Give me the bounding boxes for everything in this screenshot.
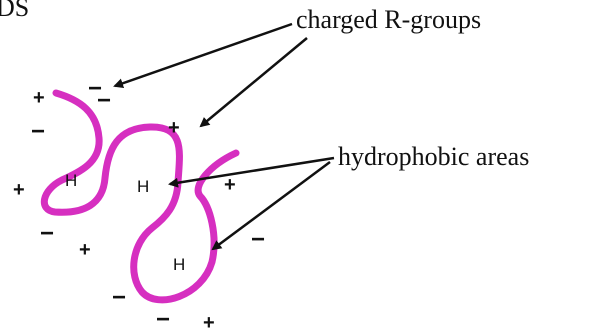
- plus-sign: +: [203, 312, 215, 333]
- arrow-hydrophobic-to-center-h: [168, 156, 335, 188]
- minus-sign: −: [31, 118, 45, 145]
- minus-sign: −: [88, 75, 102, 102]
- plus-sign: +: [13, 179, 25, 201]
- h-label-bottom: H: [173, 255, 185, 274]
- header-fragment: DS: [0, 0, 29, 22]
- arrow-charged-to-plus: [199, 37, 308, 128]
- charged-r-groups-label: charged R-groups: [296, 5, 481, 34]
- plus-sign: +: [168, 117, 180, 139]
- minus-sign: −: [251, 226, 265, 253]
- plus-sign: +: [79, 239, 91, 261]
- plus-sign: +: [33, 87, 45, 109]
- h-label-center: H: [137, 177, 149, 196]
- arrow-charged-to-minus: [113, 22, 293, 89]
- h-label-left: H: [65, 171, 77, 190]
- minus-sign: −: [112, 284, 126, 311]
- polypeptide-chain: [40, 89, 240, 304]
- minus-sign: −: [156, 306, 170, 333]
- arrow-hydrophobic-to-bottom-h: [211, 160, 331, 251]
- minus-sign: −: [40, 220, 54, 247]
- plus-sign: +: [224, 174, 236, 196]
- minus-sign: −: [97, 87, 111, 114]
- hydrophobic-areas-label: hydrophobic areas: [338, 142, 529, 171]
